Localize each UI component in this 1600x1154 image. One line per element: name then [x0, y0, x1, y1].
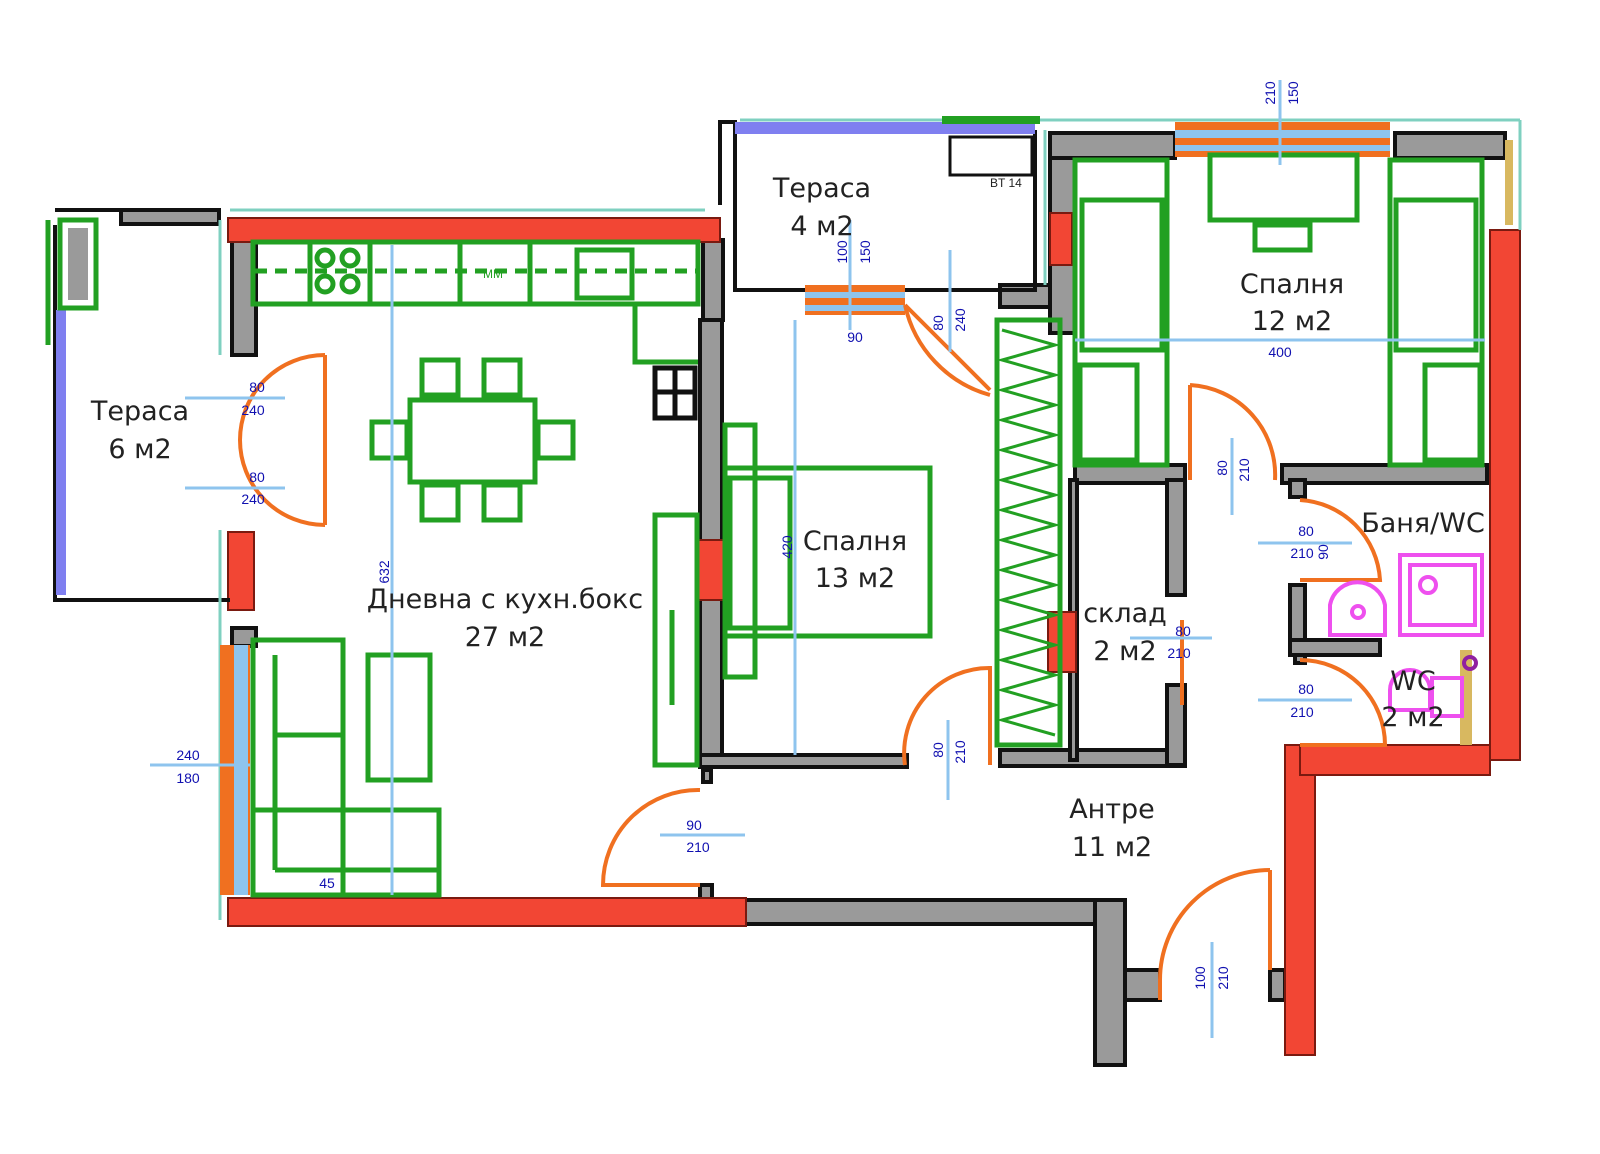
room-living-area: 27 м2	[465, 622, 546, 653]
room-living-name: Дневна с кухн.бокс	[367, 584, 643, 615]
dim-terrace-n-window-w: 90	[847, 329, 863, 345]
room-bedroom-mid-area: 13 м2	[815, 563, 896, 594]
room-terrace-west-name: Тераса	[90, 396, 189, 427]
room-terrace-north-area: 4 м2	[790, 211, 853, 242]
dim-entry-door-w: 100	[1192, 966, 1208, 990]
fridge-icon	[652, 365, 698, 421]
room-wc-area: 2 м2	[1381, 702, 1444, 733]
walls-red	[227, 212, 1521, 1056]
room-hall-name: Антре	[1069, 794, 1155, 825]
dim-entry-door-h: 210	[1215, 966, 1231, 990]
dim-storage2-w: 80	[1175, 623, 1191, 639]
room-bedroom-ne-name: Спалня	[1240, 269, 1344, 300]
dim-storage-door-w: 80	[1214, 460, 1230, 476]
dim-living-door-w: 90	[686, 817, 702, 833]
room-terrace-north-name: Тераса	[772, 173, 871, 204]
room-storage-name: склад	[1083, 598, 1167, 629]
room-bedroom-mid-name: Спалня	[803, 526, 907, 557]
dim-bath-door-h: 210	[1290, 545, 1314, 561]
dim-terrace-n-window-a: 100	[834, 240, 850, 264]
room-hall-area: 11 м2	[1072, 832, 1153, 863]
dim-ne-window-w: 210	[1262, 81, 1278, 105]
dim-wc-door-w: 80	[1298, 681, 1314, 697]
dim-bedroom-mid-door-h: 210	[952, 740, 968, 764]
dim-bedroom-mid-length: 420	[779, 535, 795, 559]
dim-ne-window-h: 150	[1285, 81, 1301, 105]
doors	[238, 303, 1388, 1000]
room-terrace-west-area: 6 м2	[108, 434, 171, 465]
microwave-label: MM	[483, 267, 503, 281]
room-wc-name: WC	[1390, 666, 1436, 697]
terrace-outlines	[53, 120, 1037, 602]
dim-living-door-h: 210	[686, 839, 710, 855]
furniture	[45, 116, 1485, 898]
dim-west-door2-w: 80	[249, 469, 265, 485]
room-bedroom-ne-area: 12 м2	[1252, 306, 1333, 337]
dim-window-w: 240	[176, 747, 200, 763]
dim-bath-door-w: 80	[1298, 523, 1314, 539]
dim-wc-door-h: 210	[1290, 704, 1314, 720]
dim-terrace-n-door-h: 240	[952, 308, 968, 332]
dim-storage-door-h: 210	[1236, 458, 1252, 482]
dim-terrace-n-window-b: 150	[857, 240, 873, 264]
dim-west-door1-h: 240	[241, 402, 265, 418]
dim-bedroom-ne-width: 400	[1268, 344, 1292, 360]
room-bath-name: Баня/WC	[1361, 508, 1485, 539]
dimension-labels: 210 150 400 100 150 90 80 240 80 240 80 …	[176, 81, 1331, 990]
dim-west-door2-h: 240	[241, 491, 265, 507]
dim-storage2-h: 210	[1167, 645, 1191, 661]
dim-bath-side: 90	[1315, 544, 1331, 560]
dim-window-h: 180	[176, 770, 200, 786]
room-labels: Тераса 6 м2 Тераса 4 м2 Спалня 12 м2 Дне…	[90, 173, 1485, 863]
dim-bedroom-mid-door-w: 80	[930, 742, 946, 758]
bt-label: BT 14	[990, 176, 1022, 190]
dimension-lines	[150, 80, 1485, 1038]
dim-sofa-small: 45	[319, 875, 335, 891]
sanitary	[1328, 553, 1484, 718]
windows	[56, 122, 1513, 895]
dim-west-door1-w: 80	[249, 379, 265, 395]
room-storage-area: 2 м2	[1093, 636, 1156, 667]
dim-living-length: 632	[376, 560, 392, 584]
dim-terrace-n-door-w: 80	[930, 315, 946, 331]
